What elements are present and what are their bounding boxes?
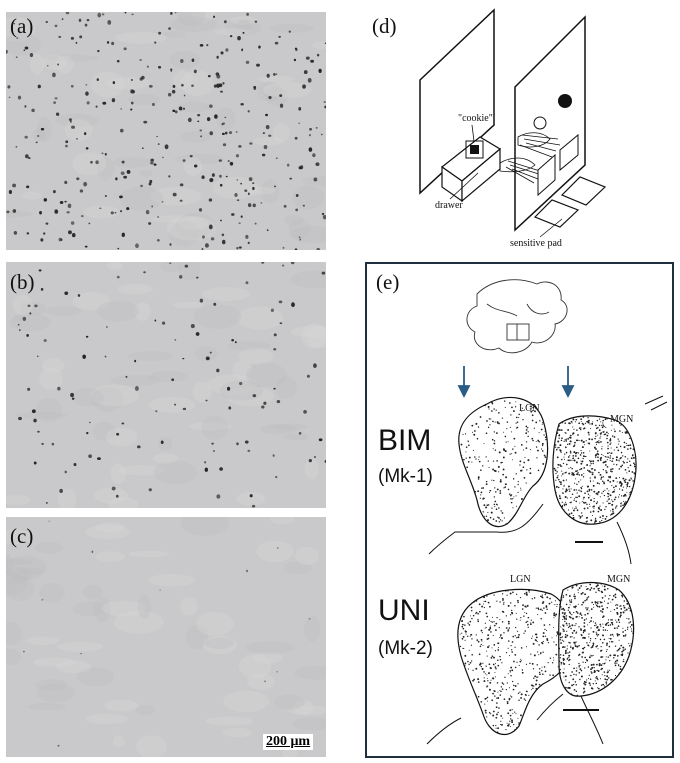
thalamus-diagram — [426, 279, 668, 745]
drawer-label: drawer — [435, 200, 463, 211]
micrograph-c — [6, 517, 326, 757]
left-wall — [419, 8, 495, 195]
subject-label-bim: (Mk-1) — [378, 466, 433, 487]
micrograph-c-dots — [6, 517, 326, 757]
apparatus-diagram — [419, 8, 607, 238]
panel-label-d: (d) — [372, 14, 397, 38]
micrograph-a-dots — [6, 12, 326, 250]
micrograph-b — [6, 262, 326, 508]
cookie-label: "cookie" — [458, 113, 493, 124]
hand-upper — [517, 132, 561, 158]
panel-label-a: (a) — [10, 14, 34, 38]
brain-section-outline — [466, 279, 568, 354]
micrograph-b-dots — [6, 262, 326, 508]
mgn-label-uni: MGN — [607, 574, 631, 585]
lgn-label-uni: LGN — [510, 574, 531, 585]
black-disc-icon — [558, 94, 572, 108]
sensitive-pad-1 — [560, 176, 607, 206]
down-arrows — [457, 366, 575, 399]
mgn-label-bim: MGN — [610, 414, 634, 425]
hand-lower — [499, 157, 543, 184]
sensitive-pad-2 — [533, 199, 580, 228]
mgn-outline-uni — [558, 581, 635, 697]
subject-label-uni: (Mk-2) — [378, 638, 433, 659]
right-wall — [514, 15, 586, 232]
micrograph-a — [6, 12, 326, 250]
panel-label-b: (b) — [10, 270, 35, 294]
cookie-icon — [470, 145, 479, 154]
lgn-label-bim: LGN — [519, 403, 540, 414]
white-disc-icon — [533, 116, 547, 130]
sensitive-pad-label: sensitive pad — [510, 238, 562, 249]
panel-label-c: (c) — [10, 524, 34, 548]
group-label-uni: UNI — [378, 594, 430, 627]
panel-label-e: (e) — [376, 270, 400, 294]
lgn-outline-bim — [458, 396, 549, 528]
group-label-bim: BIM — [378, 424, 432, 457]
scale-bar-label: 200 μm — [263, 734, 314, 750]
